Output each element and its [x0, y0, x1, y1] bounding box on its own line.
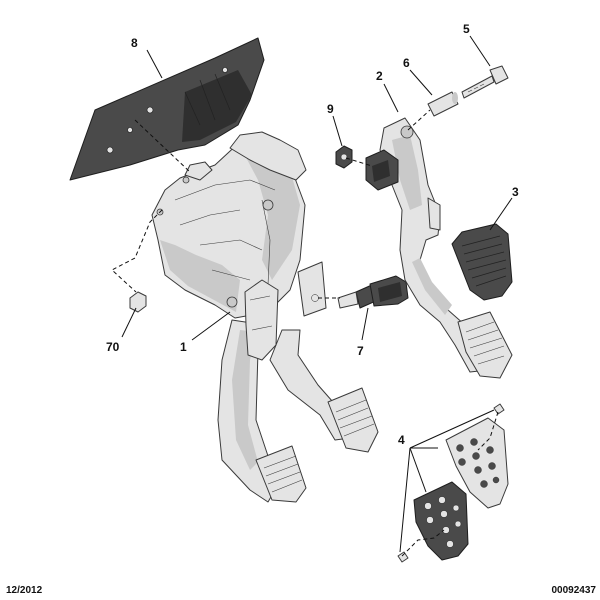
callout-8: 8: [131, 36, 138, 50]
assembly-lines: [111, 109, 431, 299]
callout-9: 9: [327, 102, 334, 116]
callout-3: 3: [512, 185, 519, 199]
callout-2: 2: [376, 69, 383, 83]
part-7-stop-switch: [337, 275, 409, 309]
callout-1: 1: [180, 340, 187, 354]
part-70-clip: [129, 291, 147, 313]
part-2-accelerator-pedal: [365, 117, 513, 379]
part-3-rubber-pad: [451, 223, 513, 301]
part-8-heat-shield: [69, 37, 265, 181]
footer-date: 12/2012: [6, 585, 43, 596]
part-6-spacer: [427, 91, 459, 117]
part-9-nut: [335, 145, 353, 169]
leader-lines: [121, 35, 513, 553]
callout-70: 70: [106, 340, 120, 354]
switch-bracket: [297, 261, 327, 317]
callout-5: 5: [463, 22, 470, 36]
callouts: 8 2 6 5 9 3 70 1 7 4: [106, 22, 519, 447]
callout-7: 7: [357, 344, 364, 358]
footer-reference: 00092437: [551, 585, 597, 596]
part-1-pedal-box: [151, 131, 379, 503]
callout-4: 4: [398, 433, 405, 447]
callout-6: 6: [403, 56, 410, 70]
part-4-pedal-pads: [397, 403, 509, 563]
part-5-bolt: [461, 65, 509, 99]
